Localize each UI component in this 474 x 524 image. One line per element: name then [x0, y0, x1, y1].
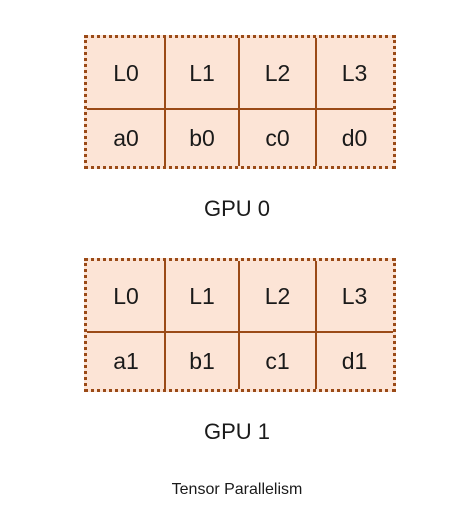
- shard-cell-c: c0: [265, 124, 290, 151]
- shard-cell-a: a0: [113, 124, 139, 151]
- divider: [87, 331, 393, 333]
- layer-cell-l3: L3: [341, 59, 368, 86]
- gpu-0-label: GPU 0: [203, 196, 271, 221]
- layer-cell-l2: L2: [264, 282, 291, 309]
- shard-cell-b: b1: [189, 347, 215, 374]
- divider: [315, 38, 317, 166]
- layer-cell-l2: L2: [264, 59, 291, 86]
- divider: [164, 261, 166, 389]
- layer-cell-l1: L1: [189, 282, 215, 309]
- divider: [238, 38, 240, 166]
- layer-cell-l1: L1: [189, 59, 215, 86]
- gpu-1-label: GPU 1: [203, 419, 271, 444]
- divider: [87, 108, 393, 110]
- shard-cell-c: c1: [265, 347, 290, 374]
- layer-cell-l3: L3: [341, 282, 368, 309]
- layer-cell-l0: L0: [113, 59, 139, 86]
- divider: [315, 261, 317, 389]
- divider: [238, 261, 240, 389]
- gpu-0-grid: L0 L1 L2 L3 a0 b0 c0 d0: [84, 35, 396, 169]
- shard-cell-b: b0: [189, 124, 215, 151]
- layer-cell-l0: L0: [113, 282, 139, 309]
- divider: [164, 38, 166, 166]
- gpu-1-grid: L0 L1 L2 L3 a1 b1 c1 d1: [84, 258, 396, 392]
- shard-cell-d: d1: [341, 347, 368, 374]
- diagram-caption: Tensor Parallelism: [171, 481, 303, 498]
- shard-cell-a: a1: [113, 347, 139, 374]
- shard-cell-d: d0: [341, 124, 368, 151]
